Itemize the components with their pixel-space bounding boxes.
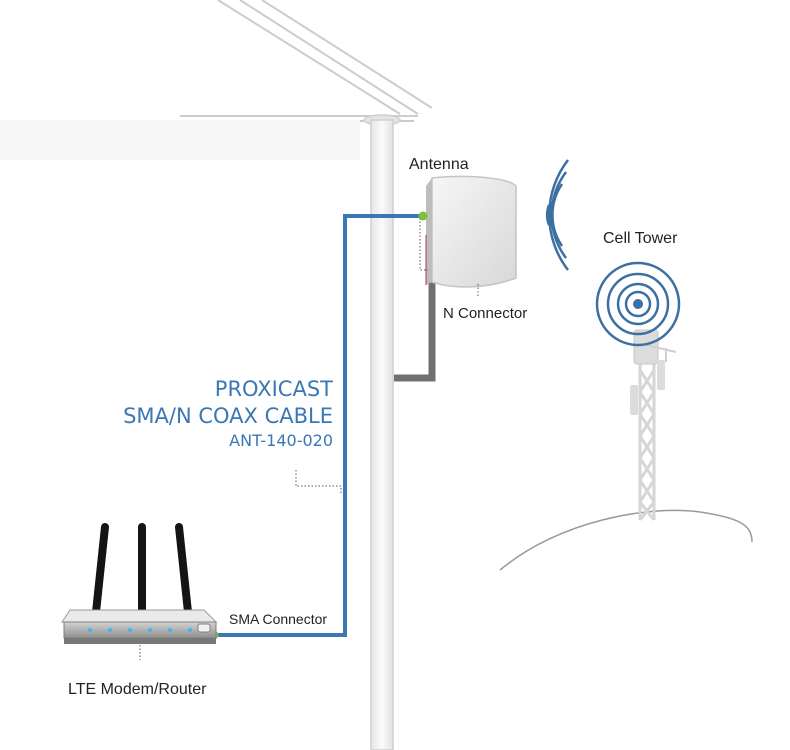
coax-cable bbox=[216, 214, 423, 637]
n-connector-dot bbox=[418, 211, 428, 221]
hill bbox=[499, 509, 753, 571]
mounting-pole bbox=[363, 114, 401, 750]
cable-brand-title: PROXICAST bbox=[214, 377, 333, 401]
cell-tower-label: Cell Tower bbox=[603, 230, 678, 247]
cable-part-number: ANT-140-020 bbox=[229, 431, 333, 450]
router-label: LTE Modem/Router bbox=[68, 681, 207, 698]
n-connector-label: N Connector bbox=[443, 305, 528, 322]
router-icon bbox=[61, 523, 218, 644]
leader-lines bbox=[139, 218, 479, 660]
roof-shadow bbox=[0, 120, 360, 160]
sma-connector-label: SMA Connector bbox=[229, 611, 328, 627]
antenna-bracket bbox=[394, 255, 436, 382]
antenna-label: Antenna bbox=[409, 156, 469, 173]
cable-name-title: SMA/N COAX CABLE bbox=[123, 404, 333, 428]
cell-tower-icon bbox=[595, 261, 681, 521]
signal-waves-icon bbox=[545, 159, 569, 271]
roof bbox=[180, 0, 433, 122]
antenna-icon bbox=[425, 175, 517, 288]
